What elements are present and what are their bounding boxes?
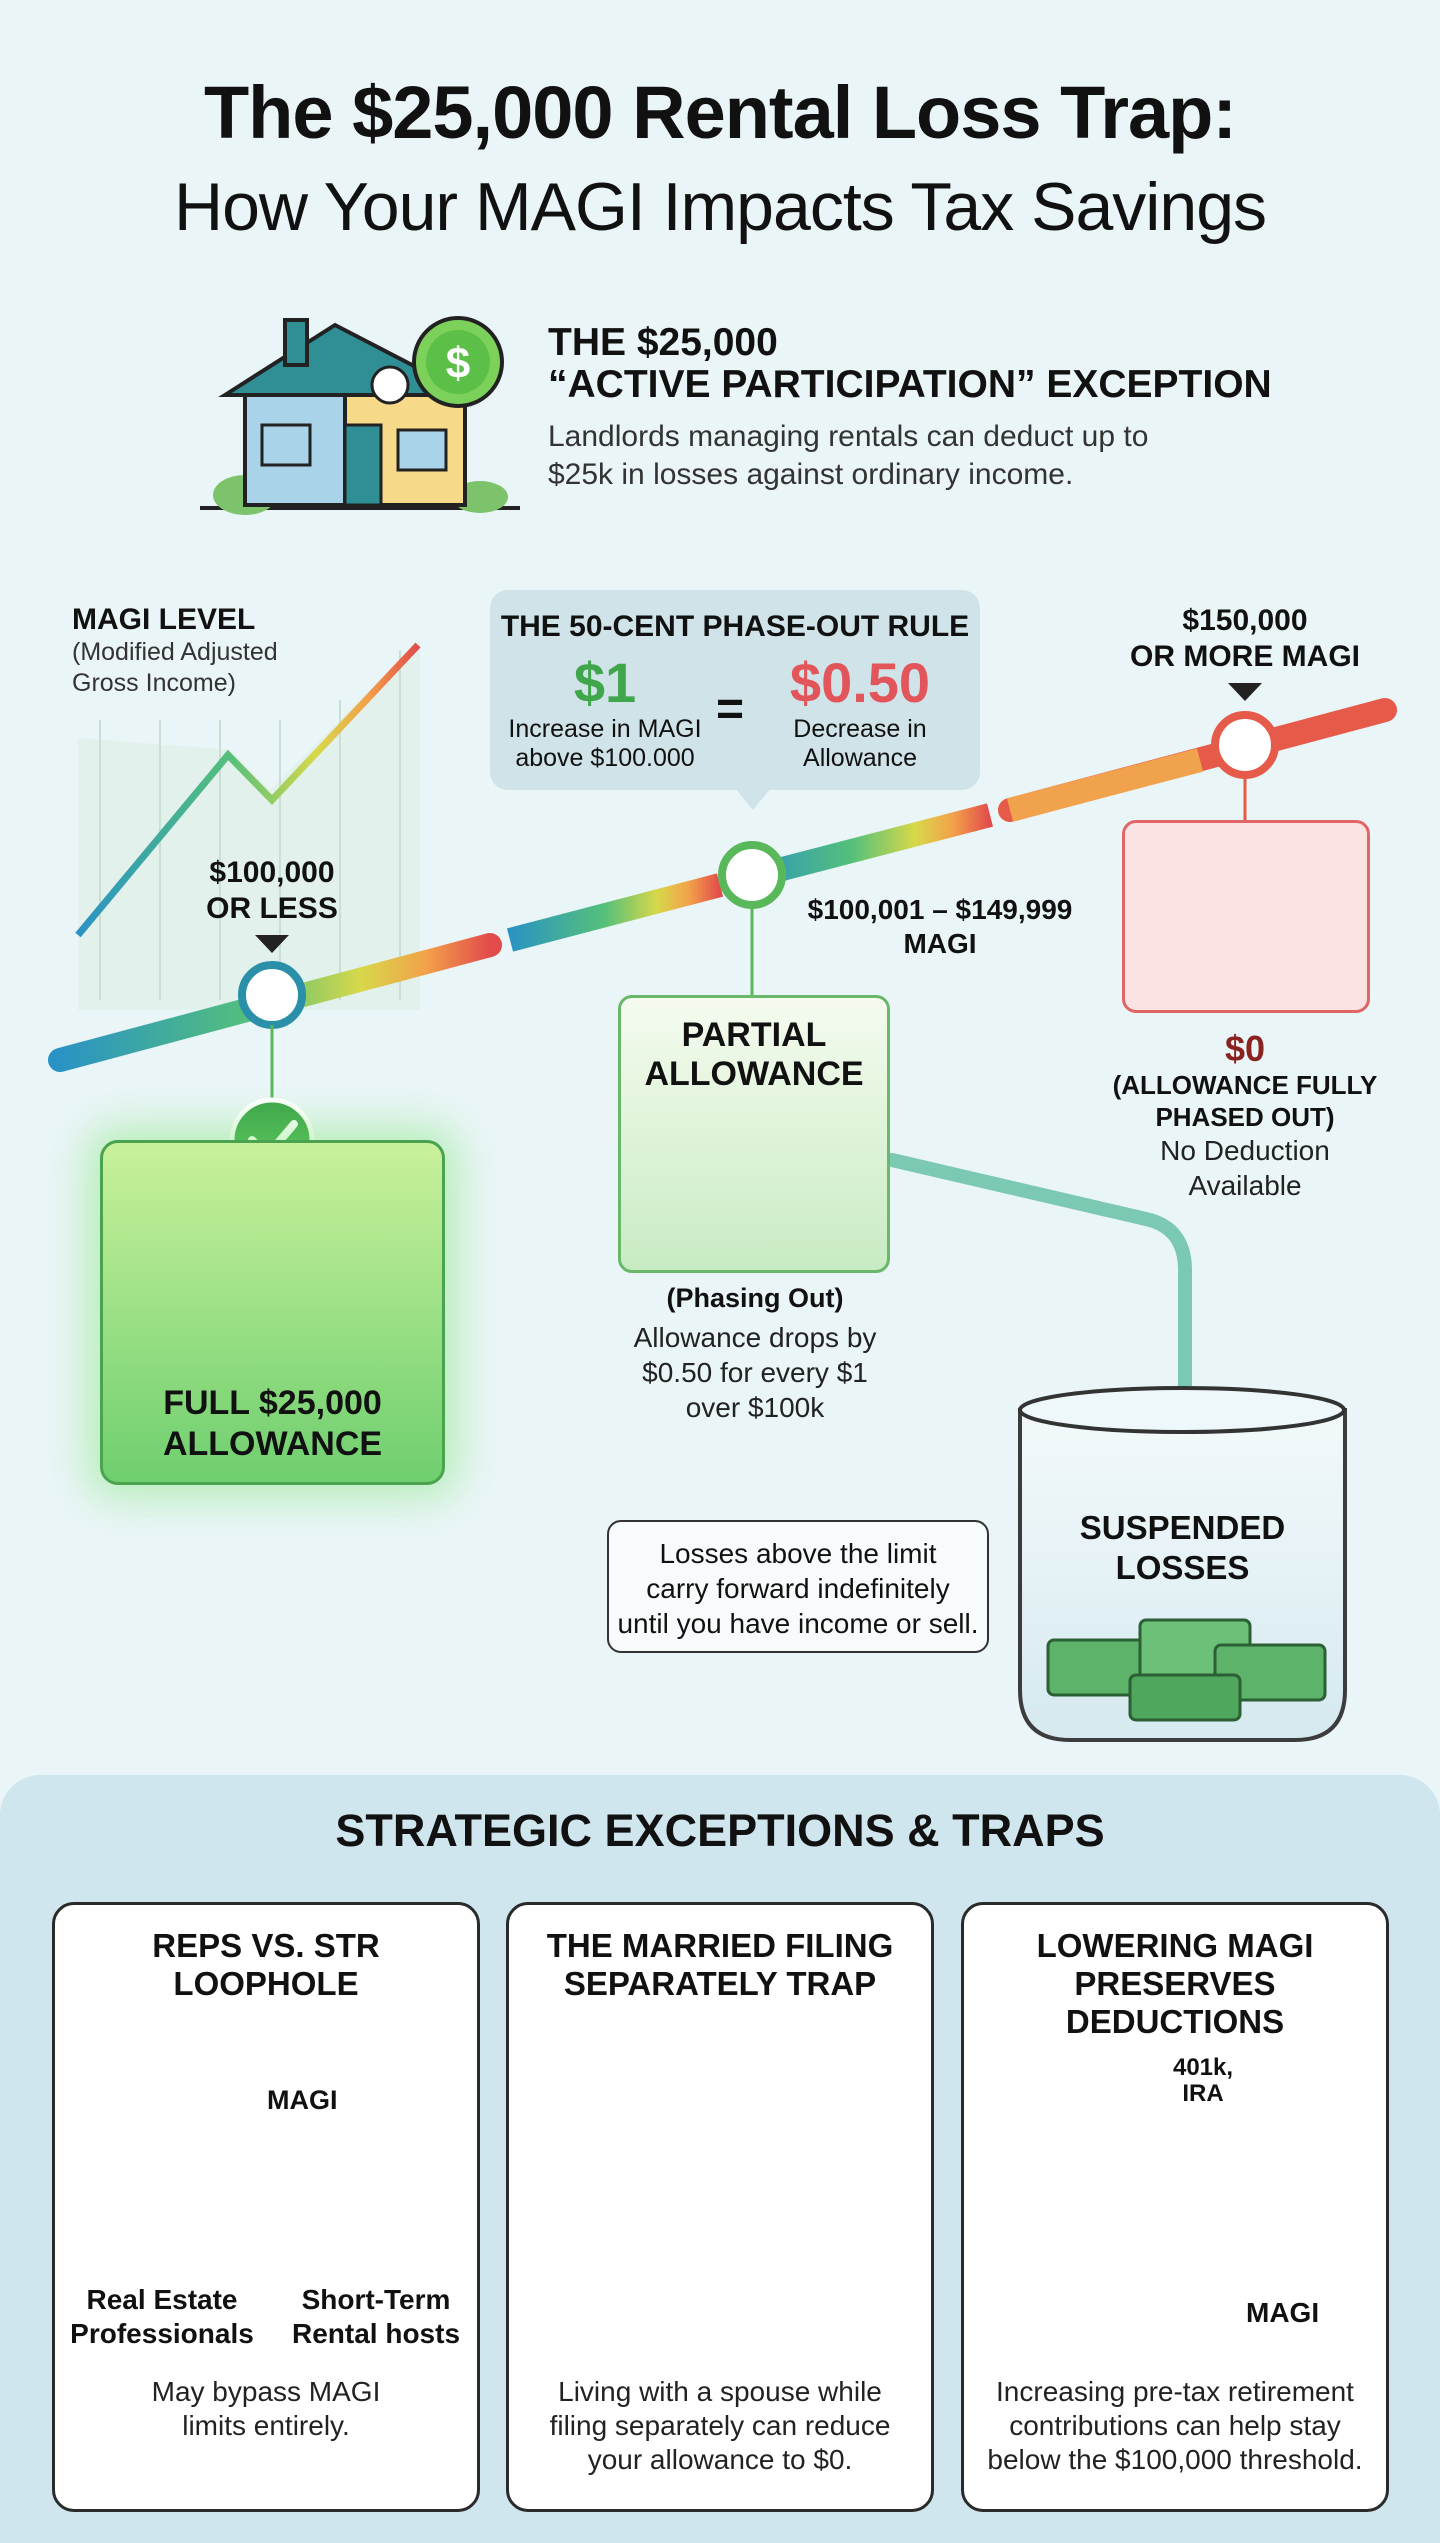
phase-out-left-line-1: Increase in MAGI [508, 715, 702, 743]
card3-body-1: Increasing pre-tax retirement [996, 2376, 1354, 2407]
exception-heading-2: “ACTIVE PARTICIPATION” EXCEPTION [548, 363, 1272, 407]
partial-allowance-label-2: ALLOWANCE [644, 1055, 864, 1094]
exception-body-2: $25k in losses against ordinary income. [548, 457, 1074, 491]
card2-body-2: filing separately can reduce [549, 2410, 891, 2442]
zero-label-2: PHASED OUT) [1155, 1101, 1335, 1132]
exception-body-1: Landlords managing rentals can deduct up… [548, 420, 1149, 454]
phase-out-left-value: $1 [573, 651, 637, 714]
strategic-title: STRATEGIC EXCEPTIONS & TRAPS [335, 1805, 1105, 1856]
card3-bubble-1: 401k, [1172, 2054, 1234, 2081]
house-dollar-icon: $ [200, 316, 520, 515]
partial-allowance-desc: (Phasing Out) Allowance drops by $0.50 f… [600, 1283, 910, 1425]
card3-title-1: LOWERING MAGI [1036, 1927, 1314, 1964]
card1-title-1: REPS VS. STR [152, 1927, 380, 1964]
suspended-note-3: until you have income or sell. [617, 1608, 979, 1639]
tier-mid-threshold: $100,001 – $149,999 MAGI [785, 893, 1095, 960]
suspended-note-1: Losses above the limit [659, 1538, 937, 1569]
page-title: The $25,000 Rental Loss Trap: [203, 71, 1237, 154]
full-allowance-card: FULL $25,000 ALLOWANCE [100, 1140, 445, 1485]
phase-out-rule-title: THE 50-CENT PHASE-OUT RULE [500, 610, 970, 643]
card3-body-2: contributions can help stay [1009, 2410, 1341, 2442]
magi-level-label: MAGI LEVEL (Modified Adjusted Gross Inco… [72, 603, 392, 700]
full-allowance-label-2: ALLOWANCE [162, 1424, 383, 1463]
reps-str-card: REPS VS. STR LOOPHOLE MAGI Real Estate P… [52, 1902, 480, 2512]
card1-left-caption-1: Real Estate [86, 2284, 238, 2315]
tier-low-threshold-2: OR LESS [206, 892, 338, 925]
magi-level-sub-1: (Modified Adjusted [72, 638, 278, 666]
card1-title-2: LOOPHOLE [173, 1964, 359, 2002]
zero-amount: $0 [1224, 1028, 1266, 1069]
suspended-label-2: LOSSES [1115, 1548, 1250, 1586]
card3-magi-tag: MAGI [1246, 2297, 1320, 2328]
tier-mid-threshold-1: $100,001 – $149,999 [807, 894, 1073, 925]
card2-title-2: SEPARATELY TRAP [563, 1964, 877, 2002]
card1-body-1: May bypass MAGI [151, 2376, 381, 2407]
tier-high-threshold: $150,000 OR MORE MAGI [1105, 603, 1385, 675]
card3-bubble-2: IRA [1182, 2080, 1224, 2108]
rule-box-pointer [735, 788, 771, 810]
zero-allowance-card [1122, 820, 1370, 1013]
tier-mid-threshold-2: MAGI [903, 927, 977, 959]
partial-allowance-card: PARTIAL ALLOWANCE [618, 995, 890, 1273]
tier-low-threshold: $100,000 OR LESS [162, 855, 382, 927]
card2-title-1: THE MARRIED FILING [546, 1927, 894, 1964]
tier-low-threshold-1: $100,000 [209, 856, 335, 889]
full-allowance-label-1: FULL $25,000 [163, 1384, 382, 1422]
tier-high-threshold-2: OR MORE MAGI [1130, 640, 1360, 673]
zero-label-1: (ALLOWANCE FULLY [1112, 1070, 1378, 1100]
phase-out-right-line-2: Allowance [803, 743, 917, 772]
jar-icon [1018, 1386, 1347, 1742]
equals-sign: = [715, 683, 745, 736]
card2-body-3: your allowance to $0. [587, 2444, 853, 2476]
zero-allowance-desc: $0 (ALLOWANCE FULLY PHASED OUT) No Deduc… [1100, 1028, 1390, 1203]
card1-right-caption-2: Rental hosts [291, 2317, 461, 2349]
zero-body-1: No Deduction [1160, 1135, 1330, 1167]
card1-right-caption-1: Short-Term [301, 2284, 451, 2315]
card3-body-3: below the $100,000 threshold. [987, 2444, 1363, 2476]
phase-out-right-line-1: Decrease in [793, 715, 927, 743]
card3-title-2: PRESERVES DEDUCTIONS [1065, 1964, 1285, 2040]
zero-body-2: Available [1188, 1170, 1302, 1202]
suspended-losses-label: SUSPENDED LOSSES [1040, 1508, 1325, 1587]
cash-pile-icon [1046, 1618, 1327, 1722]
magi-timeline [48, 683, 1397, 1100]
lowering-magi-card: LOWERING MAGI PRESERVES DEDUCTIONS 401k,… [961, 1902, 1389, 2512]
phase-out-left-line-2: above $100.000 [515, 743, 695, 772]
married-filing-card: THE MARRIED FILING SEPARATELY TRAP Livin… [506, 1902, 934, 2512]
page-subtitle: How Your MAGI Impacts Tax Savings [173, 169, 1267, 245]
card1-magi-tag: MAGI [267, 2085, 338, 2115]
card1-left-caption-2: Professionals [70, 2317, 254, 2349]
magi-chart-icon [75, 640, 421, 1010]
suspended-note: Losses above the limit carry forward ind… [607, 1520, 989, 1653]
card2-body-1: Living with a spouse while [558, 2376, 882, 2407]
partial-allowance-label-1: PARTIAL [681, 1016, 827, 1054]
suspended-label-1: SUSPENDED [1079, 1509, 1286, 1546]
magi-level-title: MAGI LEVEL [72, 603, 256, 636]
phase-out-rule-box: THE 50-CENT PHASE-OUT RULE $1 Increase i… [490, 590, 980, 790]
partial-body-2: $0.50 for every $1 [642, 1357, 868, 1388]
suspended-note-2: carry forward indefinitely [646, 1573, 950, 1604]
partial-body-3: over $100k [685, 1392, 825, 1423]
magi-level-sub-2: Gross Income) [72, 669, 236, 698]
partial-body-1: Allowance drops by [633, 1322, 877, 1353]
card1-body-2: limits entirely. [182, 2410, 350, 2442]
phase-out-right-value: $0.50 [789, 651, 931, 714]
phasing-out-label: (Phasing Out) [666, 1283, 844, 1313]
exception-heading-1: THE $25,000 [548, 321, 778, 364]
svg-text:$: $ [446, 339, 470, 388]
tier-high-threshold-1: $150,000 [1182, 604, 1308, 637]
exception-block: THE $25,000 “ACTIVE PARTICIPATION” EXCEP… [548, 321, 1408, 493]
